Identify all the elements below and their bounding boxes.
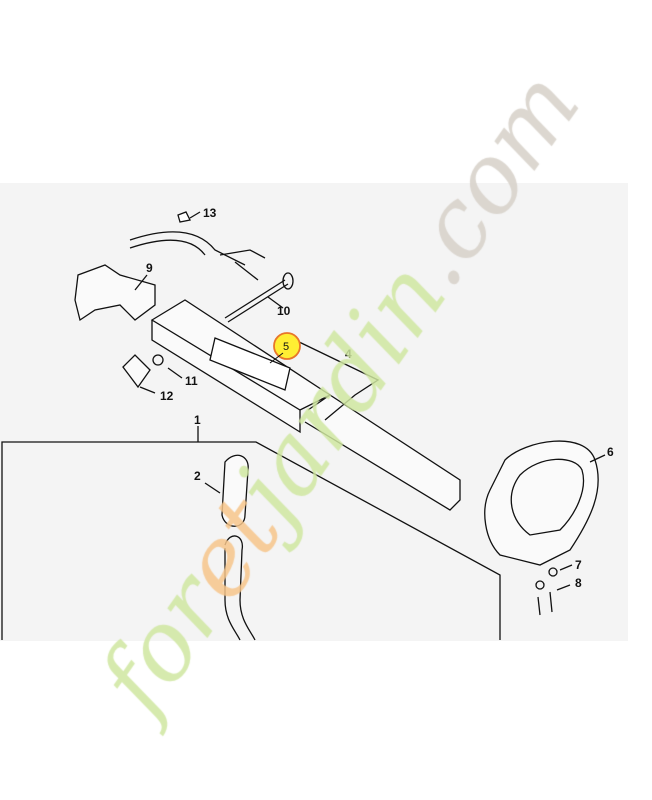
part-2	[221, 454, 249, 527]
part-11	[152, 354, 164, 366]
part-7	[548, 567, 558, 577]
label-10: 10	[277, 304, 291, 318]
part-8	[537, 591, 553, 616]
label-2: 2	[194, 469, 201, 483]
label-1: 1	[194, 413, 201, 427]
handle-bar	[224, 535, 256, 641]
part-12	[122, 354, 151, 389]
label-11: 11	[185, 374, 198, 388]
label-8: 8	[575, 576, 582, 590]
part-9	[74, 264, 156, 322]
part-6	[484, 440, 599, 566]
label-12: 12	[160, 389, 174, 403]
label-4: 4	[345, 347, 352, 361]
label-9: 9	[146, 261, 153, 275]
label-7: 7	[575, 558, 582, 572]
label-6: 6	[607, 445, 614, 459]
label-13: 13	[203, 206, 217, 220]
label-5: 5	[283, 341, 289, 353]
